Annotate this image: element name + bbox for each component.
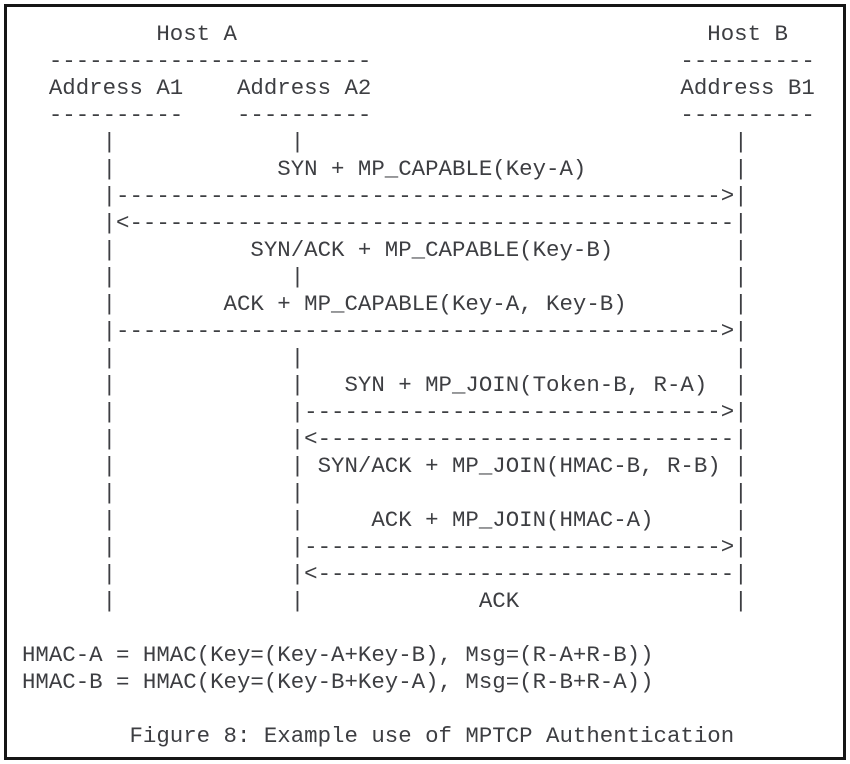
msg-ack-mp-capable-label: | ACK + MP_CAPABLE(Key-A, Key-B) | — [22, 291, 748, 317]
hosts-header-row: Host A Host B — [22, 21, 788, 47]
figure-caption: Figure 8: Example use of MPTCP Authentic… — [22, 723, 735, 749]
lifelines-row: | | | — [22, 264, 748, 290]
lifelines-row: | | | — [22, 345, 748, 371]
arrow-a2-to-b1: | |------------------------------->| — [22, 534, 748, 560]
blank-row — [22, 696, 843, 723]
msg-ack-mp-join-label: | | ACK + MP_JOIN(HMAC-A) | — [22, 507, 748, 533]
arrow-b1-to-a2: | |<-------------------------------| — [22, 561, 748, 587]
arrow-b1-to-a2: | |<-------------------------------| — [22, 426, 748, 452]
figure-frame: Host A Host B ------------------------ -… — [4, 4, 846, 760]
lifelines-row: | | | — [22, 129, 748, 155]
mptcp-auth-sequence-diagram: Host A Host B ------------------------ -… — [7, 7, 843, 750]
arrow-b1-to-a1: |<--------------------------------------… — [22, 210, 748, 236]
msg-synack-mp-capable-label: | SYN/ACK + MP_CAPABLE(Key-B) | — [22, 237, 748, 263]
msg-syn-mp-capable-label: | SYN + MP_CAPABLE(Key-A) | — [22, 156, 748, 182]
arrow-a2-to-b1: | |------------------------------->| — [22, 399, 748, 425]
msg-ack-label: | | ACK | — [22, 588, 748, 614]
host-a-rule-row: ------------------------ ---------- — [22, 48, 815, 74]
hmac-a-formula: HMAC-A = HMAC(Key=(Key-A+Key-B), Msg=(R-… — [22, 642, 654, 668]
arrow-a1-to-b1: |---------------------------------------… — [22, 183, 748, 209]
arrow-a1-to-b1: |---------------------------------------… — [22, 318, 748, 344]
blank-row — [22, 615, 843, 642]
address-rules-row: ---------- ---------- ---------- — [22, 102, 815, 128]
msg-syn-mp-join-label: | | SYN + MP_JOIN(Token-B, R-A) | — [22, 372, 748, 398]
addresses-header-row: Address A1 Address A2 Address B1 — [22, 75, 815, 101]
lifelines-row: | | | — [22, 480, 748, 506]
msg-synack-mp-join-label: | | SYN/ACK + MP_JOIN(HMAC-B, R-B) | — [22, 453, 748, 479]
hmac-b-formula: HMAC-B = HMAC(Key=(Key-B+Key-A), Msg=(R-… — [22, 669, 654, 695]
